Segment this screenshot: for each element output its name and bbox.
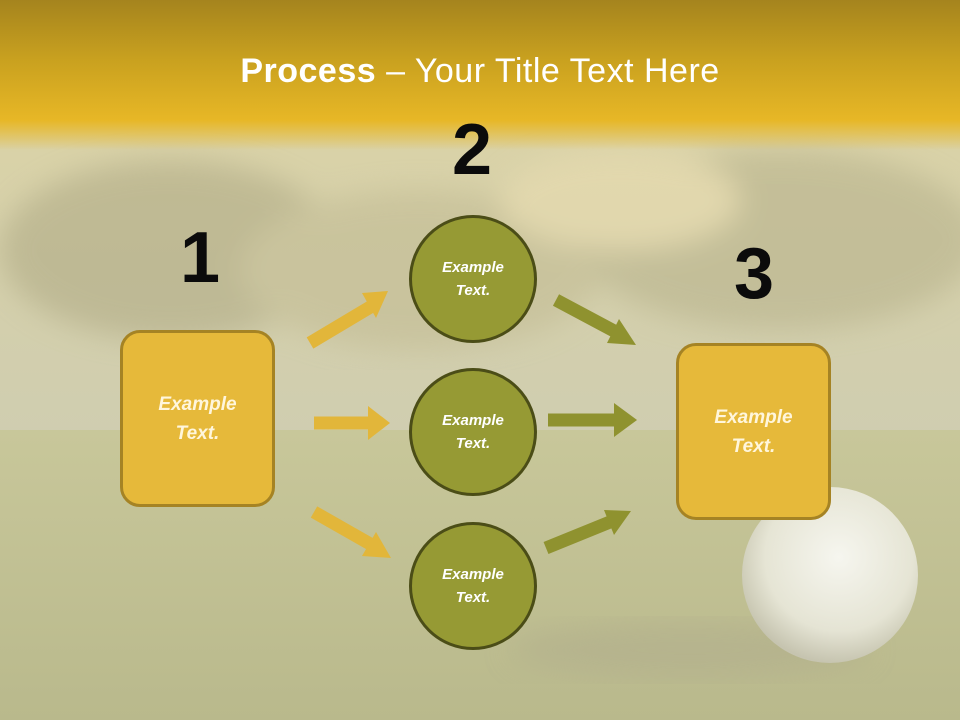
title-band	[0, 0, 960, 150]
step-3-text: Example Text.	[714, 406, 793, 457]
circle-middle: Example Text.	[409, 368, 537, 496]
circle-top: Example Text.	[409, 215, 537, 343]
step-3-box: Example Text.	[676, 343, 831, 520]
step-number-2: 2	[451, 110, 493, 190]
title-bold: Process	[240, 52, 377, 90]
arrow-1-to-bottom	[310, 506, 391, 558]
step-number-3: 3	[733, 234, 775, 314]
arrow-bottom-to-3	[543, 510, 631, 555]
step-1-text: Example Text.	[158, 393, 237, 444]
circle-bottom: Example Text.	[409, 522, 537, 650]
slide-title: Process – Your Title Text Here	[0, 52, 960, 91]
arrow-1-to-top	[306, 291, 388, 349]
arrow-top-to-3	[552, 294, 636, 345]
circle-bottom-text: Example Text.	[442, 566, 504, 606]
arrow-middle-to-3	[548, 403, 637, 437]
circle-top-text: Example Text.	[442, 259, 504, 299]
title-rest: – Your Title Text Here	[376, 52, 720, 90]
step-number-1: 1	[179, 218, 221, 298]
arrow-1-to-middle	[314, 406, 390, 440]
circle-middle-text: Example Text.	[442, 412, 504, 452]
step-1-box: Example Text.	[120, 330, 275, 507]
